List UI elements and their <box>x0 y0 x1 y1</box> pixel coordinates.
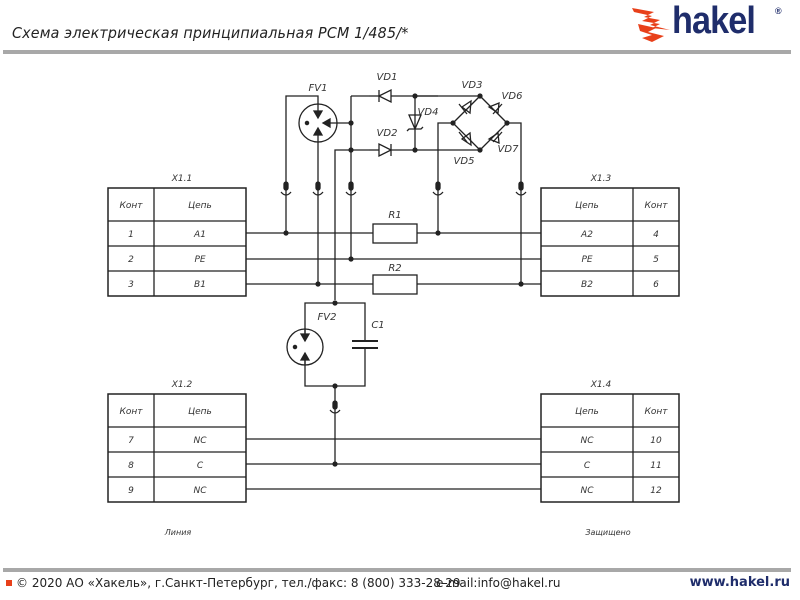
copyright-text: © 2020 АО «Хакель», г.Санкт-Петербург, т… <box>16 576 461 590</box>
diode-vd3 <box>458 99 472 115</box>
junction-dots <box>283 93 524 467</box>
jack-icon <box>515 181 527 196</box>
x14-r1-circuit: NC <box>580 436 594 446</box>
x13-r2-kont: 5 <box>653 255 659 265</box>
x12-r2-circuit: C <box>197 461 204 471</box>
x13-r3-circuit: B2 <box>581 280 593 290</box>
jack-icon <box>329 400 341 414</box>
x12-r1-kont: 7 <box>128 436 134 446</box>
diode-vd5 <box>458 131 472 147</box>
connector-x12 <box>107 393 247 503</box>
label-vd6: VD6 <box>502 91 523 102</box>
label-vd7: VD7 <box>498 144 520 155</box>
diode-vd6 <box>487 101 503 115</box>
resistor-r1 <box>372 223 418 244</box>
page-title: Схема электрическая принципиальная PCM 1… <box>12 24 409 42</box>
x13-label: X1.3 <box>590 174 612 184</box>
connector-x14 <box>540 393 680 503</box>
side-label-protected: Защищено <box>585 528 630 537</box>
diode-bridge <box>437 95 522 188</box>
jack-icon <box>312 181 324 196</box>
x12-header-circuit: Цепь <box>188 407 212 417</box>
jack-icon <box>432 181 444 196</box>
connector-x11 <box>107 187 247 297</box>
footer-divider <box>3 568 791 572</box>
x13-r3-kont: 6 <box>653 280 659 290</box>
capacitor-c1 <box>352 336 378 351</box>
label-vd1: VD1 <box>377 72 398 83</box>
x14-label: X1.4 <box>590 380 612 390</box>
label-vd3: VD3 <box>462 80 483 91</box>
x11-r2-kont: 2 <box>128 255 134 265</box>
resistor-r2 <box>372 274 418 295</box>
x12-r3-kont: 9 <box>128 486 134 496</box>
jack-symbols <box>280 181 527 414</box>
x11-r1-circuit: A1 <box>193 230 206 240</box>
jack-icon <box>280 181 292 196</box>
jack-icon <box>345 181 357 196</box>
x12-r2-kont: 8 <box>128 461 134 471</box>
header-divider <box>3 50 791 54</box>
x14-r3-circuit: NC <box>580 486 594 496</box>
footer-email[interactable]: e-mail:info@hakel.ru <box>436 576 561 590</box>
registered-mark: ® <box>775 6 782 16</box>
x12-header-kont: Конт <box>119 407 143 417</box>
label-r2: R2 <box>388 263 401 274</box>
x12-r1-circuit: NC <box>193 436 207 446</box>
x14-r2-kont: 11 <box>650 461 661 471</box>
x14-r1-kont: 10 <box>650 436 662 446</box>
x14-r2-circuit: C <box>584 461 591 471</box>
footer-copyright: © 2020 АО «Хакель», г.Санкт-Петербург, т… <box>6 576 460 590</box>
label-vd5: VD5 <box>454 156 475 167</box>
x13-r1-kont: 4 <box>653 230 659 240</box>
x11-r3-kont: 3 <box>128 280 134 290</box>
x13-header-circuit: Цепь <box>575 201 599 211</box>
x14-r3-kont: 12 <box>650 486 662 496</box>
label-vd2: VD2 <box>377 128 398 139</box>
x14-header-circuit: Цепь <box>575 407 599 417</box>
x11-r2-circuit: PE <box>194 255 205 265</box>
x13-r2-circuit: PE <box>581 255 592 265</box>
x14-header-kont: Конт <box>644 407 668 417</box>
diode-vd2 <box>369 142 480 158</box>
gdt-fv1 <box>285 95 351 188</box>
footer-website-link[interactable]: www.hakel.ru <box>689 575 790 590</box>
lightning-icon <box>632 8 670 42</box>
label-fv1: FV1 <box>309 83 328 94</box>
x11-r1-kont: 1 <box>128 230 134 240</box>
label-fv2: FV2 <box>318 312 337 323</box>
x11-header-circuit: Цепь <box>188 201 212 211</box>
x12-label: X1.2 <box>171 380 193 390</box>
diode-vd7 <box>487 131 503 145</box>
label-vd4: VD4 <box>418 107 439 118</box>
diode-vd4 <box>406 96 424 150</box>
x11-label: X1.1 <box>171 174 192 184</box>
bullet-icon <box>6 580 12 586</box>
x11-header-kont: Конт <box>119 201 143 211</box>
x12-r3-circuit: NC <box>193 486 207 496</box>
connector-x13 <box>540 187 680 297</box>
x13-r1-circuit: A2 <box>580 230 593 240</box>
label-c1: C1 <box>371 320 384 331</box>
hakel-logo[interactable]: hakel ® <box>630 0 790 46</box>
logo-text: hakel <box>672 0 756 42</box>
x13-header-kont: Конт <box>644 201 668 211</box>
x11-r3-circuit: B1 <box>194 280 206 290</box>
label-r1: R1 <box>388 210 401 221</box>
side-label-line: Линия <box>164 528 192 537</box>
